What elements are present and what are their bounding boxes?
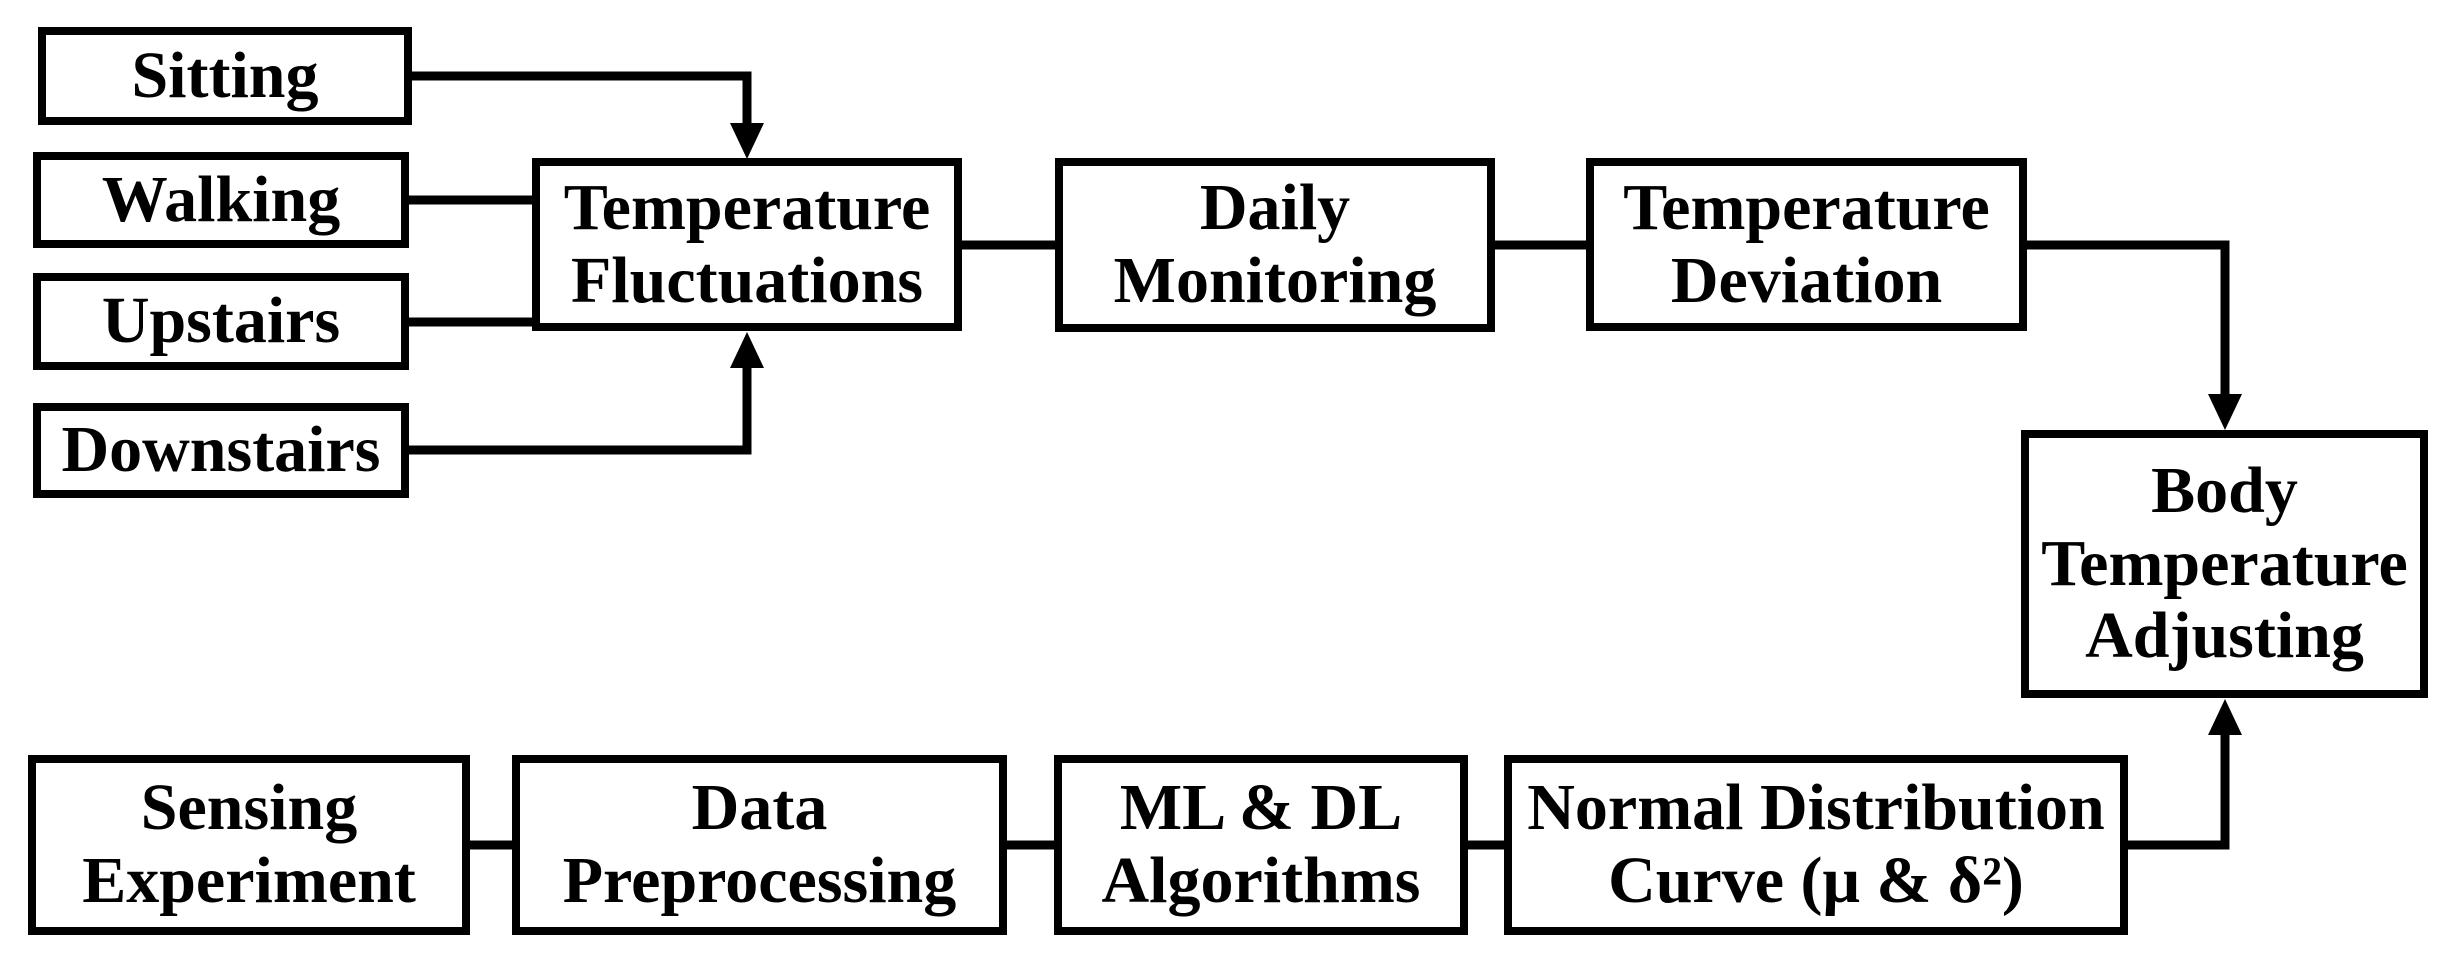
node-label: Experiment (82, 844, 416, 917)
node-sensing-experiment: Sensing Experiment (28, 755, 470, 935)
edge-temperature-deviation-to-body-temperature-adjusting (2023, 240, 2242, 430)
edge-normal-distribution-curve-to-body-temperature-adjusting (2124, 699, 2242, 850)
node-label: Temperature (2041, 526, 2408, 600)
node-label: Curve (μ & δ²) (1608, 844, 2024, 917)
node-daily-monitoring: Daily Monitoring (1055, 158, 1495, 332)
node-label: Adjusting (2085, 599, 2364, 673)
node-label: Upstairs (101, 284, 341, 358)
node-label: Monitoring (1113, 244, 1437, 317)
node-walking: Walking (33, 152, 409, 248)
node-label: Deviation (1670, 243, 1943, 317)
node-downstairs: Downstairs (33, 403, 409, 498)
node-label: Algorithms (1101, 844, 1421, 917)
node-label: Body (2151, 454, 2298, 528)
node-label: Fluctuations (570, 243, 924, 317)
edge-downstairs-to-temperature-fluctuations (409, 332, 764, 455)
node-label: Normal Distribution (1527, 771, 2105, 845)
node-label: Sitting (131, 38, 319, 112)
edge-sitting-to-temperature-fluctuations (412, 71, 764, 159)
node-label: Downstairs (61, 413, 381, 487)
node-upstairs: Upstairs (33, 273, 409, 370)
node-label: Data (691, 771, 828, 845)
node-label: Sensing (140, 771, 358, 845)
node-label: Daily (1199, 171, 1351, 245)
node-label: Walking (101, 162, 341, 236)
node-label: Temperature (563, 170, 931, 244)
node-label: Temperature (1623, 170, 1990, 244)
node-data-preprocessing: Data Preprocessing (512, 755, 1007, 935)
node-temperature-deviation: Temperature Deviation (1586, 158, 2027, 331)
node-normal-distribution-curve: Normal Distribution Curve (μ & δ²) (1504, 755, 2128, 935)
node-ml-dl-algorithms: ML & DL Algorithms (1054, 755, 1468, 935)
node-body-temperature-adjusting: Body Temperature Adjusting (2021, 430, 2428, 698)
node-temperature-fluctuations: Temperature Fluctuations (532, 158, 962, 331)
node-label: Preprocessing (562, 844, 957, 917)
node-sitting: Sitting (38, 27, 412, 125)
node-label: ML & DL (1119, 771, 1403, 845)
